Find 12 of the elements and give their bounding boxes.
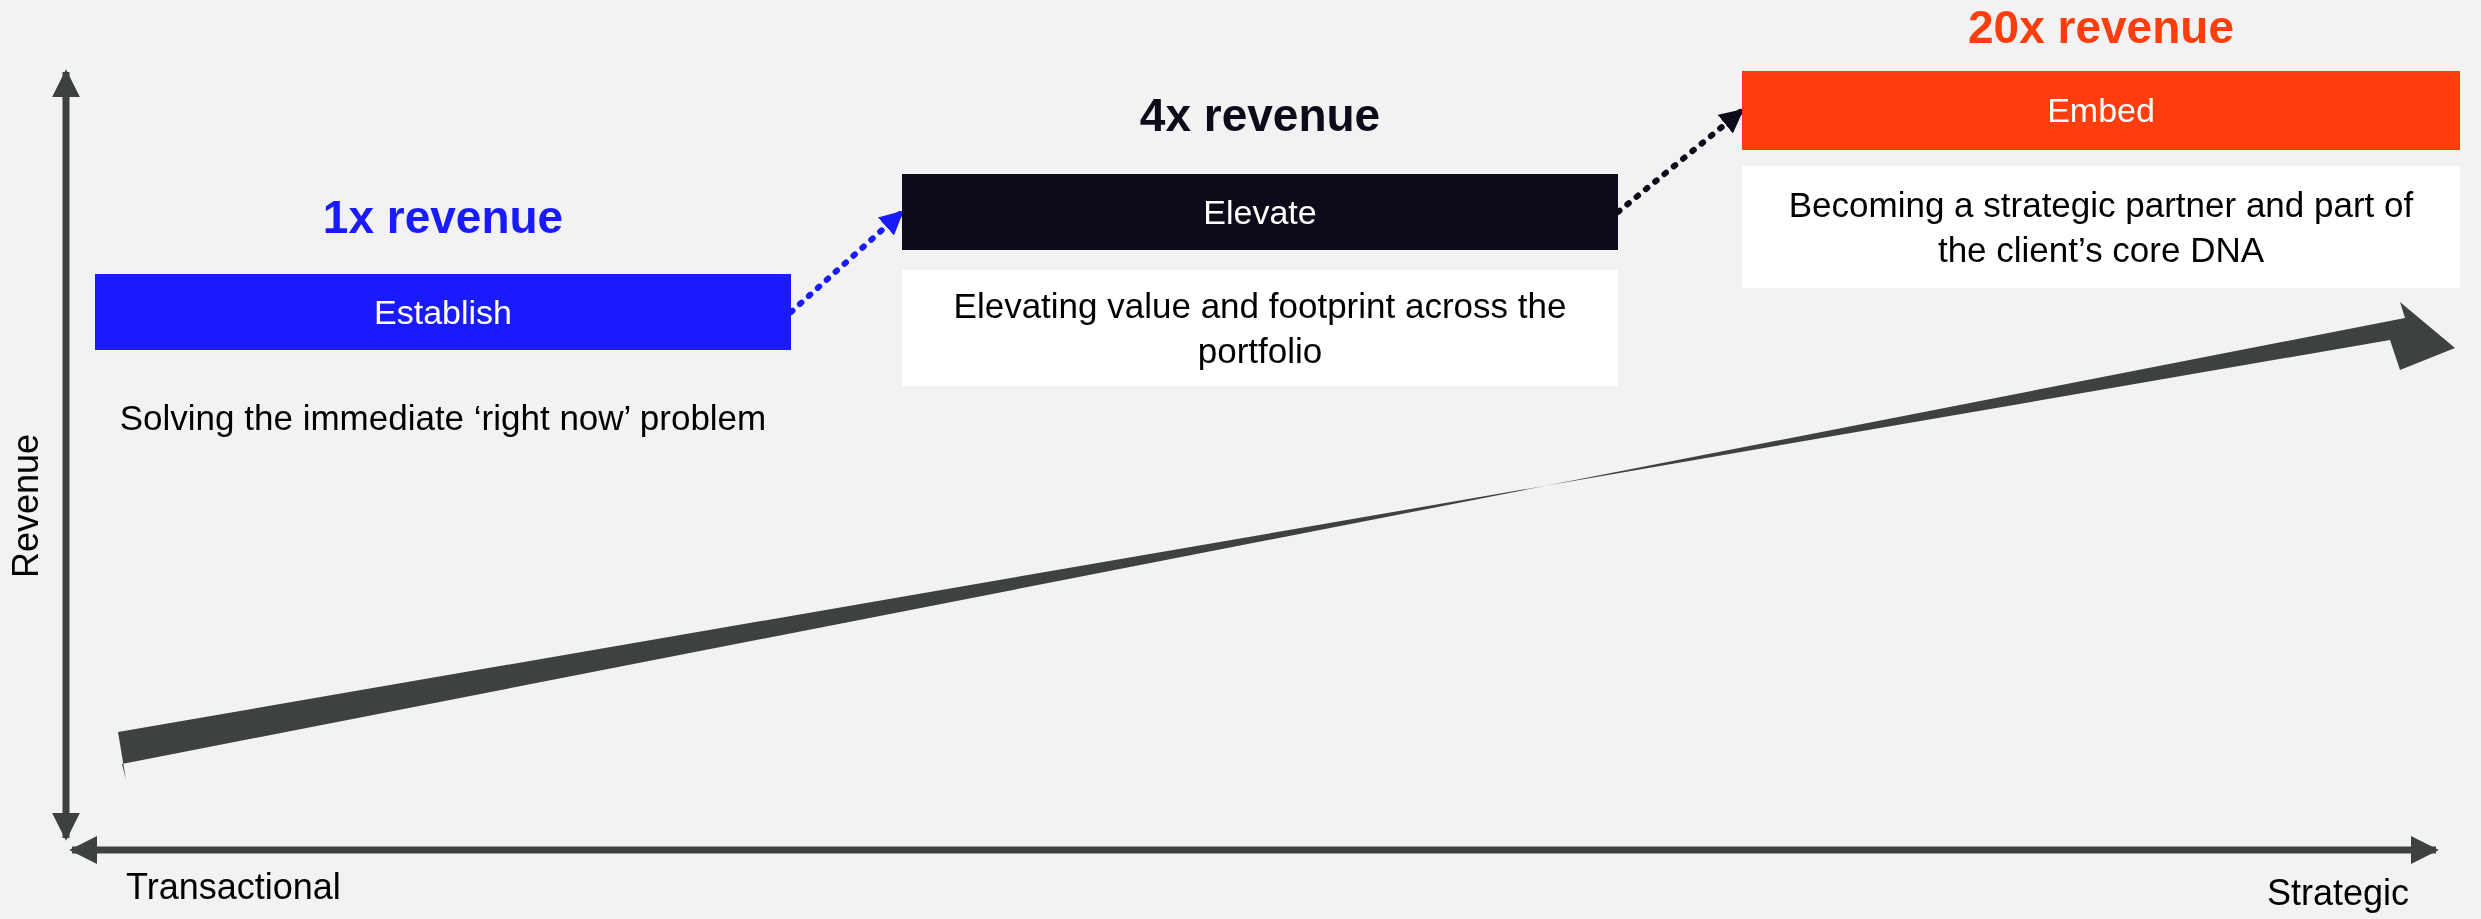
stage-heading: 1x revenue bbox=[321, 190, 565, 244]
stage-bar: Establish bbox=[95, 274, 791, 350]
stage-description: Solving the immediate ‘right now’ problem bbox=[119, 397, 767, 440]
axis-label: Transactional bbox=[126, 866, 341, 908]
stage-bar: Elevate bbox=[902, 174, 1618, 250]
stage-bar: Embed bbox=[1742, 71, 2460, 150]
stage-heading: 20x revenue bbox=[1967, 0, 2235, 54]
axis-label: Revenue bbox=[5, 433, 48, 579]
stage-description: Elevating value and footprint across the portfolio bbox=[952, 284, 1568, 372]
axis-label: Strategic bbox=[2266, 872, 2409, 914]
stage-heading: 4x revenue bbox=[1138, 88, 1382, 142]
stage-description: Becoming a strategic partner and part of the client’s core DNA bbox=[1787, 183, 2415, 271]
